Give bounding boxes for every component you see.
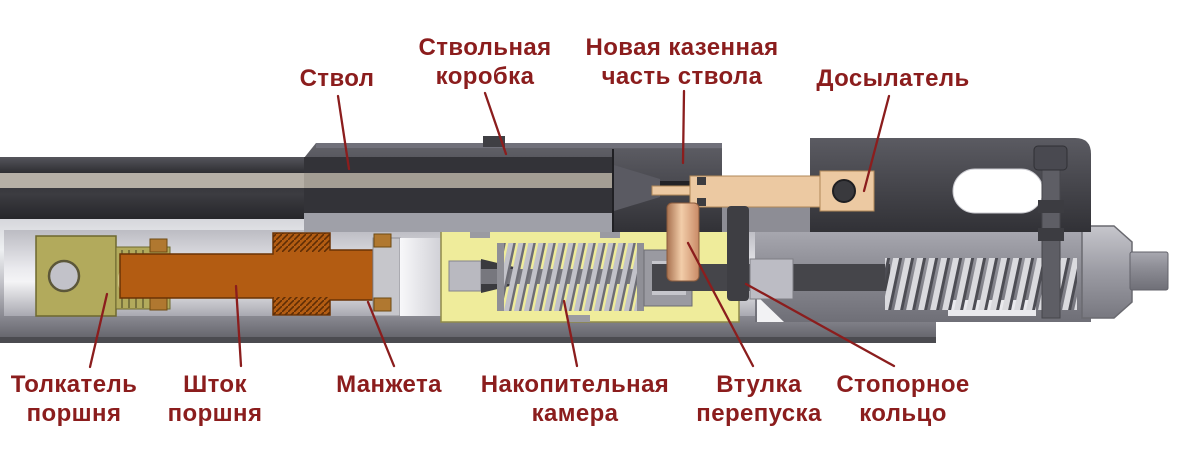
label-piston-rod-line1: Шток	[183, 371, 247, 398]
leader-vtulka	[686, 241, 755, 368]
label-receiver-line2: коробка	[435, 63, 535, 90]
leader-stvol	[336, 94, 351, 171]
label-accumulation-chamber-line2: камера	[531, 400, 619, 427]
leader-dosylatel	[862, 94, 891, 193]
label-accumulation-chamber: Накопительная камера	[465, 370, 685, 428]
label-transfer-bushing: Втулка перепуска	[679, 370, 839, 428]
leader-manzheta	[366, 300, 396, 368]
label-barrel-line1: Ствол	[299, 65, 375, 92]
chamber-spring	[504, 243, 637, 311]
leader-koltso	[744, 282, 896, 368]
barrel-bore	[0, 173, 304, 188]
leader-shtok	[234, 284, 243, 368]
label-transfer-bushing-line1: Втулка	[716, 371, 802, 398]
label-rammer-line1: Досылатель	[816, 65, 970, 92]
sight-lug	[483, 136, 505, 147]
label-seal-line1: Манжета	[336, 371, 442, 398]
cocking-slot	[952, 168, 1044, 214]
retaining-ring	[749, 258, 794, 300]
rammer-pin	[832, 179, 856, 203]
label-retaining-ring-line2: кольцо	[859, 400, 947, 427]
label-piston-pusher-line2: поршня	[26, 400, 122, 427]
barrel-assembly	[0, 136, 1091, 232]
rear-bolt	[1033, 145, 1068, 319]
leader-kamera	[562, 299, 579, 368]
pusher-hole	[47, 259, 81, 293]
label-piston-rod-line2: поршня	[167, 400, 263, 427]
rammer	[651, 170, 875, 212]
label-receiver-line1: Ствольная	[418, 34, 552, 61]
piston-rod	[119, 232, 374, 316]
label-retaining-ring-line1: Стопорное	[836, 371, 970, 398]
piston-hatch-top	[273, 233, 330, 252]
label-new-breech: Новая казенная часть ствола	[567, 33, 797, 91]
label-accumulation-chamber-line1: Накопительная	[480, 371, 670, 398]
piston-seal	[372, 233, 442, 317]
label-piston-pusher: Толкатель поршня	[4, 370, 144, 428]
leader-kazennaya	[681, 89, 686, 165]
transfer-bushing	[666, 202, 700, 282]
label-piston-rod: Шток поршня	[135, 370, 295, 428]
label-seal: Манжета	[309, 370, 469, 399]
label-rammer: Досылатель	[793, 64, 993, 93]
leader-stvolnaya	[483, 91, 508, 156]
label-transfer-bushing-line2: перепуска	[696, 400, 822, 427]
label-barrel: Ствол	[237, 64, 437, 93]
leader-lines	[88, 89, 896, 369]
leader-tolkatel	[88, 292, 109, 369]
piston-hatch-bottom	[273, 297, 330, 315]
stop-pin	[727, 206, 749, 301]
label-retaining-ring: Стопорное кольцо	[803, 370, 1003, 428]
label-piston-pusher-line1: Толкатель	[10, 371, 138, 398]
label-new-breech-line2: часть ствола	[601, 63, 763, 90]
end-cap	[1081, 225, 1169, 319]
label-receiver: Ствольная коробка	[385, 33, 585, 91]
label-new-breech-line1: Новая казенная	[585, 34, 779, 61]
